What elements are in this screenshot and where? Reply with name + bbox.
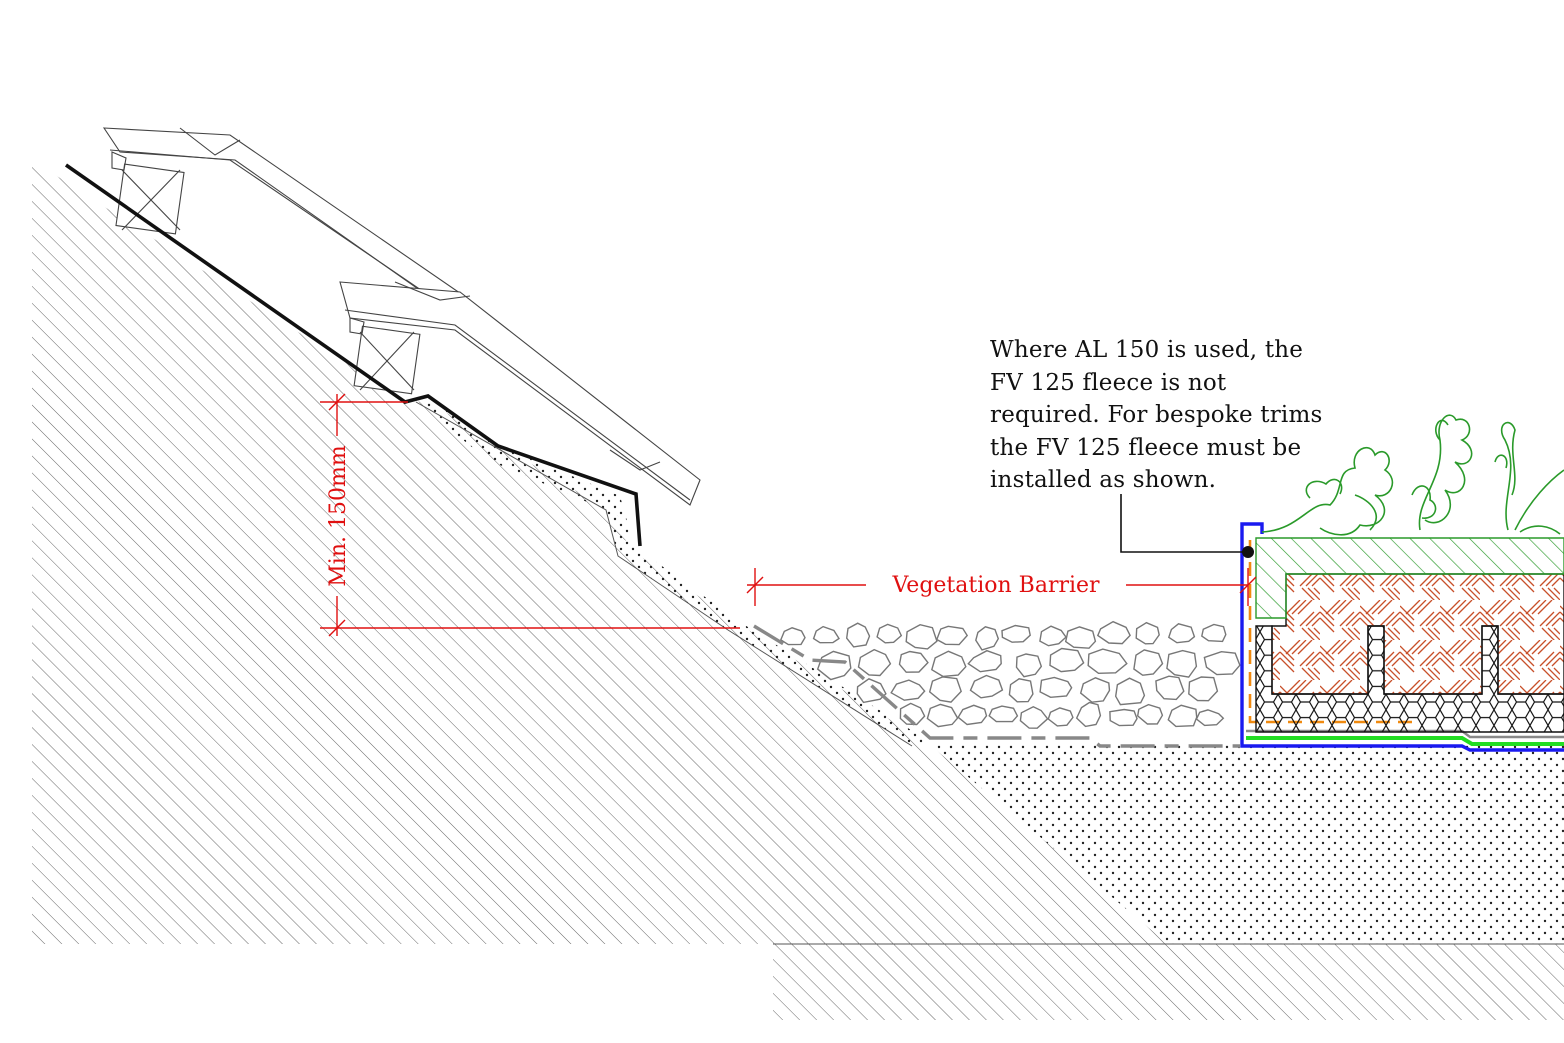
edge-trim [1240,522,1564,752]
pebble [1015,653,1043,678]
pebble [1087,648,1128,675]
dimension-min-150mm: Min. 150mm [326,445,351,587]
pebble [1075,701,1102,728]
pebble [812,625,840,644]
pebble [1188,676,1219,702]
pebble [1133,649,1164,676]
pebble [779,627,806,646]
pebble [928,676,963,703]
roof-membrane-line [64,163,642,547]
embankment-hatch [32,160,1168,944]
pebble [1195,709,1225,727]
pebble [926,703,959,728]
pebble [975,626,1000,651]
pebble [1039,625,1067,647]
annotation-leader-dot [1242,546,1254,558]
pebble [856,678,887,704]
pebble [857,648,892,677]
pebble-barrier [779,620,1241,729]
annotation-leader [1120,494,1248,553]
pebble [1155,675,1185,701]
pebble [967,649,1002,673]
vegetation-plants [1261,414,1564,536]
pebble [1039,676,1073,699]
pebble [1047,707,1074,727]
green-membrane [1246,736,1564,746]
pebble [905,623,938,650]
annotation-note: Where AL 150 is used, the FV 125 fleece … [990,334,1370,497]
dimension-barrier [746,568,1257,606]
pebble [1096,620,1131,645]
annotation-line-3: required. For bespoke trims [990,402,1323,428]
substrate-layer [1271,573,1564,695]
pebble [1049,647,1085,673]
pebble [1167,623,1196,644]
pebble [935,625,969,646]
pebble [845,622,871,648]
filter-sheet-line [753,624,1240,748]
pebble [1079,677,1111,703]
pebble [1008,678,1034,703]
pebble [899,702,926,726]
annotation-line-5: installed as shown. [990,467,1217,493]
base-soil-hatch [773,944,1564,1020]
pebble [1064,626,1097,649]
pebble [969,674,1004,699]
pebble [957,704,988,726]
pebble [1201,623,1227,643]
pebble [988,705,1019,723]
slope-dotted-strip [416,400,930,746]
pebble [1167,704,1198,728]
annotation-line-2: FV 125 fleece is not [990,369,1227,396]
pebble [930,650,967,678]
pebble [816,650,852,681]
pebble [1135,621,1160,645]
dimension-vertical [320,393,740,637]
pebble [1203,650,1241,676]
pebble [1136,703,1164,725]
pebble [1019,706,1049,729]
annotation-line-4: the FV 125 fleece must be [990,434,1302,461]
dimension-vegetation-barrier: Vegetation Barrier [891,573,1100,598]
pebble [890,679,926,701]
subbase-dotted-fill [930,745,1564,944]
roof-tiles [102,127,701,506]
pebble [1166,649,1198,678]
growing-medium [1255,537,1564,619]
pebble [898,650,929,673]
pebble [876,623,903,644]
pebble [1001,624,1031,643]
annotation-line-1: Where AL 150 is used, the [990,337,1304,363]
pebble [1114,677,1146,706]
pebble [1109,708,1138,727]
